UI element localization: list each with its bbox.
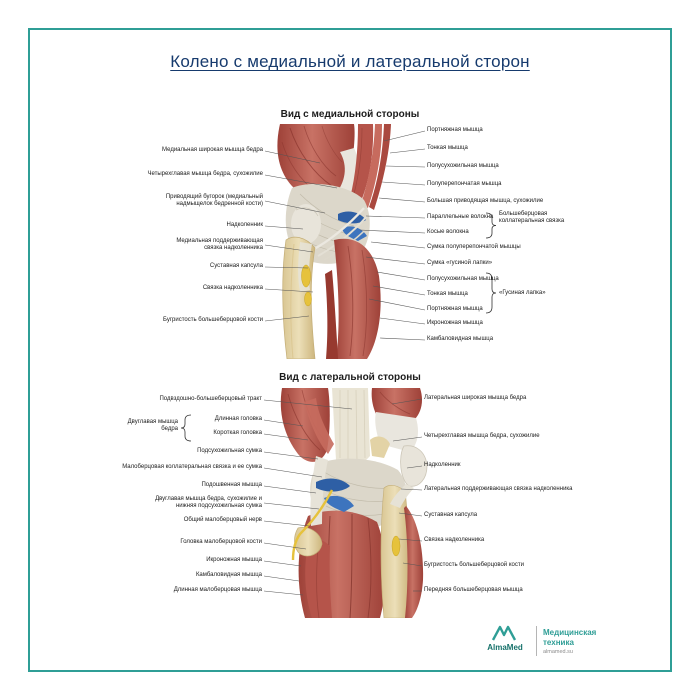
anatomy-label: Суставная капсула bbox=[424, 512, 478, 518]
anatomy-label: Портняжная мышца bbox=[427, 306, 483, 312]
anatomy-label: Короткая головка bbox=[213, 430, 262, 436]
anatomy-label: Приводящий бугорок (медиальный надмыщело… bbox=[165, 194, 263, 208]
anatomy-label: Надколенник bbox=[424, 462, 461, 468]
group-label-tibial-collateral: Большеберцовая коллатеральная связка bbox=[499, 211, 565, 225]
anatomy-label: Подошвенная мышца bbox=[201, 482, 262, 488]
anatomy-label: Подсухожильная сумка bbox=[197, 448, 262, 454]
group-label-pes-anserinus: «Гусиная лапка» bbox=[499, 290, 546, 296]
anatomy-label: Медиальная поддерживающая связка надколе… bbox=[176, 238, 263, 252]
logo-site-url: almamed.su bbox=[543, 649, 573, 655]
anatomy-label: Суставная капсула bbox=[209, 263, 263, 269]
anatomy-label: Камбаловидная мышца bbox=[195, 572, 262, 578]
anatomy-label: Четырехглавая мышца бедра, сухожилие bbox=[147, 171, 263, 177]
anatomy-label: Связка надколенника bbox=[424, 537, 485, 543]
anatomy-label: Косые волокна bbox=[427, 229, 469, 235]
anatomy-label: Икроножная мышца bbox=[206, 557, 262, 563]
anatomy-label: Подвздошно-большеберцовый тракт bbox=[159, 396, 262, 402]
anatomy-label: Параллельные волокна bbox=[427, 214, 494, 220]
anatomy-label: Общий малоберцовый нерв bbox=[183, 517, 262, 523]
anatomy-label: Тонкая мышца bbox=[427, 291, 468, 297]
anatomy-label: Сумка полуперепончатой мышцы bbox=[427, 244, 521, 250]
anatomy-label: Икроножная мышца bbox=[427, 320, 483, 326]
anatomy-label: Бугристость большеберцовой кости bbox=[163, 317, 263, 323]
group-label-biceps-femoris: Двуглавая мышца бедра bbox=[127, 419, 178, 433]
logo-tagline-line1: Медицинская bbox=[543, 628, 597, 637]
anatomy-label: Медиальная широкая мышца бедра bbox=[162, 147, 263, 153]
anatomy-label: Полусухожильная мышца bbox=[427, 163, 499, 169]
anatomy-label: Надколенник bbox=[226, 222, 263, 228]
lateral-section-title: Вид с латеральной стороны bbox=[279, 372, 421, 383]
anatomy-label: Латеральная широкая мышца бедра bbox=[424, 395, 527, 401]
logo-divider bbox=[536, 626, 537, 656]
anatomy-label: Большая приводящая мышца, сухожилие bbox=[427, 198, 544, 204]
anatomy-label: Головка малоберцовой кости bbox=[180, 539, 262, 545]
anatomy-label: Портняжная мышца bbox=[427, 127, 483, 133]
anatomy-label: Полусухожильная мышца bbox=[427, 276, 499, 282]
logo-tagline-line2: техника bbox=[543, 638, 574, 647]
lateral-knee-illustration bbox=[280, 388, 428, 618]
anatomy-label: Бугристость большеберцовой кости bbox=[424, 562, 524, 568]
anatomy-label: Передняя большеберцовая мышца bbox=[424, 587, 523, 593]
anatomy-label: Малоберцовая коллатеральная связка и ее … bbox=[122, 464, 262, 470]
anatomy-label: Полуперепончатая мышца bbox=[427, 181, 502, 187]
anatomy-label: Тонкая мышца bbox=[427, 145, 468, 151]
anatomy-label: Связка надколенника bbox=[202, 285, 263, 291]
poster-title: Колено с медиальной и латеральной сторон bbox=[170, 52, 530, 71]
anatomy-label: Латеральная поддерживающая связка надкол… bbox=[424, 486, 573, 492]
anatomy-label: Четырехглавая мышца бедра, сухожилие bbox=[424, 433, 540, 439]
anatomy-label: Сумка «гусиной лапки» bbox=[427, 260, 493, 266]
almamed-logo: AlmaMed Медицинская техника almamed.su bbox=[482, 624, 622, 662]
anatomy-label: Длинная малоберцовая мышца bbox=[173, 587, 262, 593]
medial-section-title: Вид с медиальной стороны bbox=[280, 109, 420, 120]
anatomy-label: Двуглавая мышца бедра, сухожилие и нижня… bbox=[155, 496, 262, 510]
logo-brand-text: AlmaMed bbox=[487, 643, 523, 652]
anatomy-label: Длинная головка bbox=[214, 416, 262, 422]
almamed-logo-icon bbox=[491, 625, 517, 641]
medial-knee-illustration bbox=[277, 124, 391, 359]
anatomy-label: Камбаловидная мышца bbox=[427, 336, 494, 342]
